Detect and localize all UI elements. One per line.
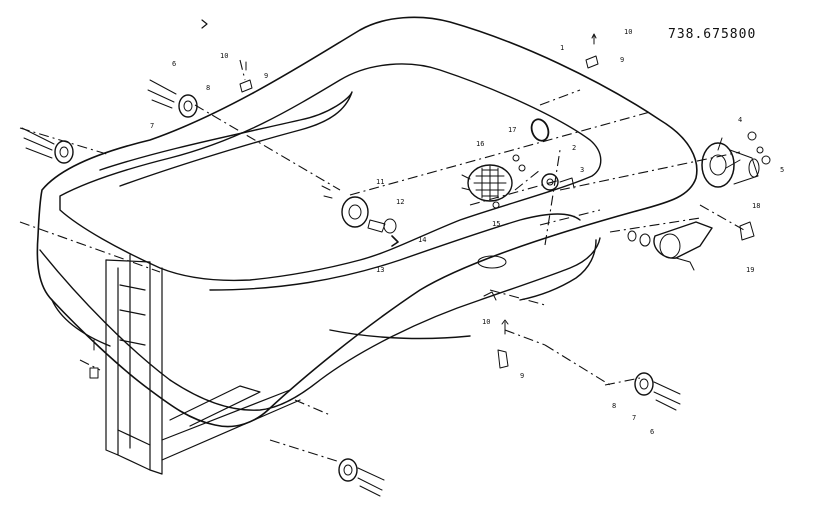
mount-cup-bottom (338, 458, 385, 497)
callout-16: 16 (476, 140, 484, 148)
fastener-set-15 (492, 154, 526, 209)
callout-6-top: 6 (172, 60, 176, 68)
callout-6-right: 6 (650, 428, 654, 436)
callout-2: 2 (572, 144, 576, 152)
callout-13: 13 (376, 266, 384, 274)
callout-10-left: 10 (220, 52, 228, 60)
callout-9-top: 9 (620, 56, 624, 64)
mount-cup-left (21, 127, 74, 164)
drain-flange (541, 173, 575, 191)
model-number: 738.675800 (668, 27, 756, 42)
mount-cup-right (634, 372, 681, 411)
callout-7-top: 7 (150, 122, 154, 130)
callout-8-top: 8 (206, 84, 210, 92)
callout-9-center: 9 (520, 372, 524, 380)
bracket-top (585, 33, 599, 69)
callout-7-right: 7 (632, 414, 636, 422)
callout-8-right: 8 (612, 402, 616, 410)
screw-center (501, 319, 509, 335)
callout-18: 18 (752, 202, 760, 210)
mount-cup-top-left (147, 79, 198, 118)
clip-left (89, 339, 99, 379)
corner-mark (201, 19, 208, 29)
callout-10-center: 10 (482, 318, 490, 326)
callout-17: 17 (508, 126, 516, 134)
drain-elbow (701, 137, 760, 188)
assembly-lines (19, 59, 745, 463)
callout-4: 4 (738, 116, 742, 124)
callout-14: 14 (418, 236, 426, 244)
strainer-plate (461, 164, 513, 202)
bathtub-body (36, 16, 698, 428)
callout-12: 12 (396, 198, 404, 206)
callout-3: 3 (580, 166, 584, 174)
callout-9-left: 9 (264, 72, 268, 80)
bracket-left-top (239, 61, 253, 93)
overflow-fasteners (321, 185, 333, 199)
gasket-ring (530, 118, 550, 142)
clip-center (497, 349, 509, 369)
drain-body (627, 221, 755, 271)
overflow-assembly (341, 196, 399, 247)
drain-opening (477, 255, 507, 269)
fastener-center (483, 291, 497, 301)
callout-11: 11 (376, 178, 384, 186)
callout-1: 1 (560, 44, 564, 52)
fastener-set-4-5 (747, 131, 771, 165)
support-frame (105, 254, 301, 475)
callout-5: 5 (780, 166, 784, 174)
callout-19: 19 (746, 266, 754, 274)
callout-labels: 1 10 9 10 9 6 8 7 11 12 13 14 15 16 17 2… (150, 28, 784, 436)
callout-10-top: 10 (624, 28, 632, 36)
callout-15: 15 (492, 220, 500, 228)
